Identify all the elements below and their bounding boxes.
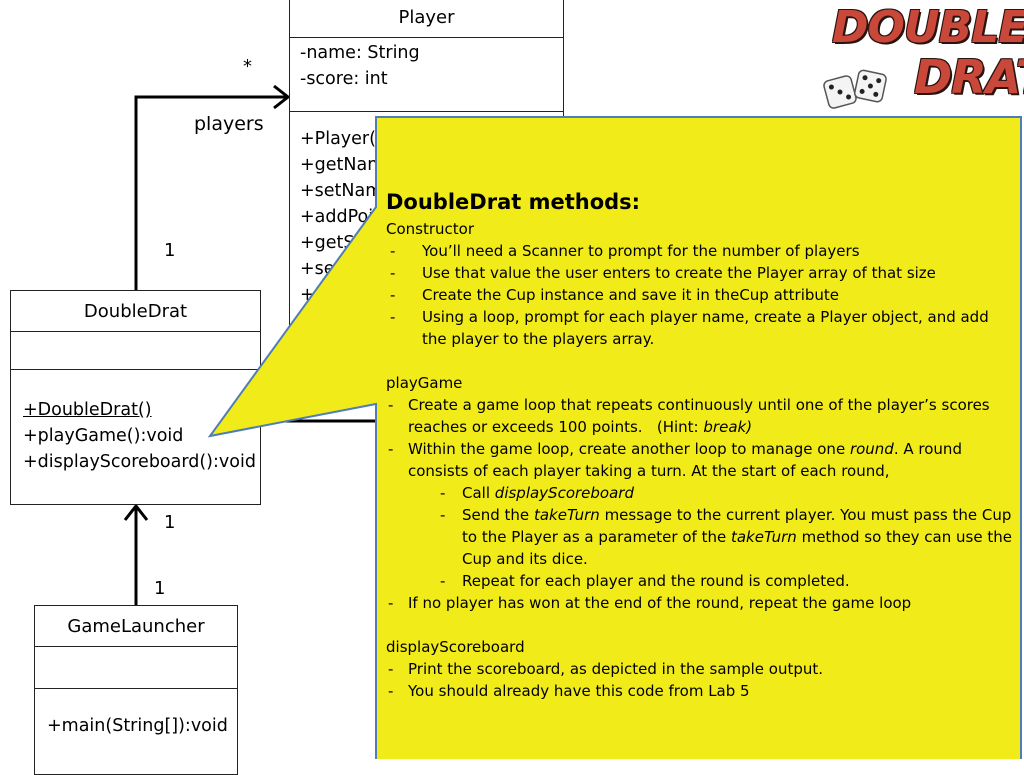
playgame-label: playGame xyxy=(386,372,1016,394)
constructor-label: Constructor xyxy=(386,218,1016,240)
displayscoreboard-label: displayScoreboard xyxy=(386,636,1016,658)
playgame-item: If no player has won at the end of the r… xyxy=(386,592,1016,614)
callout-heading: DoubleDrat methods: xyxy=(386,188,1016,216)
constructor-item: Using a loop, prompt for each player nam… xyxy=(386,306,1016,350)
playgame-item: Within the game loop, create another loo… xyxy=(386,438,1016,482)
round-subitem: Send the takeTurn message to the current… xyxy=(386,504,1016,570)
callout-text: DoubleDrat methods: Constructor You’ll n… xyxy=(386,188,1016,702)
playgame-item: Create a game loop that repeats continuo… xyxy=(386,394,1016,438)
displayscoreboard-item: You should already have this code from L… xyxy=(386,680,1016,702)
round-subitem: Call displayScoreboard xyxy=(386,482,1016,504)
round-subitem: Repeat for each player and the round is … xyxy=(386,570,1016,592)
constructor-item: You’ll need a Scanner to prompt for the … xyxy=(386,240,1016,262)
constructor-item: Create the Cup instance and save it in t… xyxy=(386,284,1016,306)
displayscoreboard-item: Print the scoreboard, as depicted in the… xyxy=(386,658,1016,680)
constructor-item: Use that value the user enters to create… xyxy=(386,262,1016,284)
